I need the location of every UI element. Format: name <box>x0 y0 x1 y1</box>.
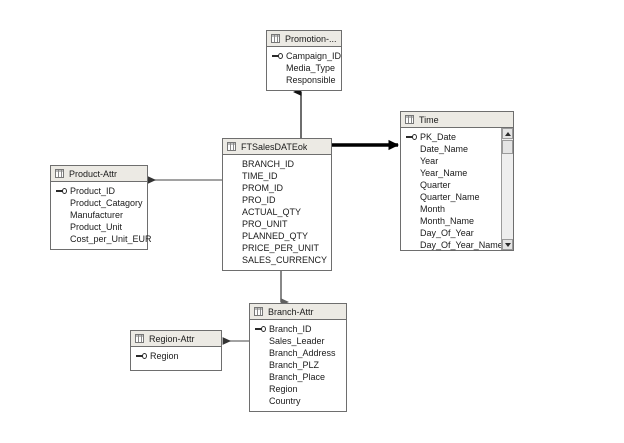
field-row[interactable]: Sales_Leader <box>269 336 325 346</box>
field-row[interactable]: Branch_PLZ <box>269 360 320 370</box>
entity-promotion-header[interactable]: Promotion-... <box>267 31 341 47</box>
chevron-down-icon <box>504 242 511 247</box>
field-row[interactable]: Responsible <box>286 75 336 85</box>
entity-time[interactable]: Time PK_Date Date_Name Year Year_Name Qu… <box>400 111 514 251</box>
table-grid-icon <box>227 142 236 151</box>
entity-fact-sales-fields: BRANCH_ID TIME_ID PROM_ID PRO_ID ACTUAL_… <box>223 155 331 270</box>
field-row[interactable]: Month_Name <box>420 216 475 226</box>
scroll-down-button[interactable] <box>502 239 513 250</box>
entity-fact-sales-title: FTSalesDATEok <box>241 141 308 152</box>
field-row[interactable]: Country <box>269 396 301 406</box>
chevron-up-icon <box>504 131 511 136</box>
field-row[interactable]: PLANNED_QTY <box>242 231 309 241</box>
entity-fact-sales[interactable]: FTSalesDATEok BRANCH_ID TIME_ID PROM_ID … <box>222 138 332 271</box>
table-grid-icon <box>254 307 263 316</box>
table-grid-icon <box>55 169 64 178</box>
field-row[interactable]: Product_Unit <box>70 222 123 232</box>
entity-branch-attr[interactable]: Branch-Attr Branch_ID Sales_Leader Branc… <box>249 303 347 412</box>
field-row[interactable]: SALES_CURRENCY <box>242 255 328 265</box>
entity-promotion[interactable]: Promotion-... Campaign_ID Media_Type Res… <box>266 30 342 91</box>
field-row[interactable]: PRO_ID <box>242 195 276 205</box>
field-row[interactable]: Date_Name <box>420 144 469 154</box>
scrollbar-thumb[interactable] <box>502 140 513 154</box>
field-row[interactable]: Year_Name <box>420 168 468 178</box>
entity-product-attr[interactable]: Product-Attr Product_ID Product_Catagory… <box>50 165 152 250</box>
entity-product-attr-fields: Product_ID Product_Catagory Manufacturer… <box>51 182 152 249</box>
field-row[interactable]: Month <box>420 204 446 214</box>
entity-fact-sales-header[interactable]: FTSalesDATEok <box>223 139 331 155</box>
field-row[interactable]: Cost_per_Unit_EUR <box>70 234 152 244</box>
field-row[interactable]: Media_Type <box>286 63 336 73</box>
table-grid-icon <box>405 115 414 124</box>
field-row[interactable]: PRO_UNIT <box>242 219 288 229</box>
primary-key-icon <box>255 325 266 333</box>
field-row[interactable]: Branch_Place <box>269 372 326 382</box>
entity-region-attr-title: Region-Attr <box>149 333 195 344</box>
entity-branch-attr-fields: Branch_ID Sales_Leader Branch_Address Br… <box>250 320 346 411</box>
entity-product-attr-title: Product-Attr <box>69 168 118 179</box>
field-row[interactable]: Product_Catagory <box>70 198 143 208</box>
field-row[interactable]: Region <box>131 350 221 362</box>
field-row[interactable]: TIME_ID <box>242 171 278 181</box>
field-row[interactable]: Day_Of_Year_Name <box>420 240 503 250</box>
entity-region-attr[interactable]: Region-Attr Region <box>130 330 222 371</box>
field-row[interactable]: Manufacturer <box>70 210 124 220</box>
time-scrollbar[interactable] <box>501 128 513 250</box>
field-row[interactable]: PK_Date <box>401 131 513 143</box>
field-row[interactable]: Day_Of_Year <box>420 228 474 238</box>
field-row[interactable]: Branch_Address <box>269 348 336 358</box>
primary-key-icon <box>56 187 67 195</box>
field-row[interactable]: BRANCH_ID <box>242 159 295 169</box>
field-row[interactable]: Campaign_ID <box>267 50 341 62</box>
primary-key-icon <box>406 133 417 141</box>
field-row[interactable]: Year <box>420 156 439 166</box>
entity-promotion-title: Promotion-... <box>285 33 337 44</box>
field-row[interactable]: PRICE_PER_UNIT <box>242 243 320 253</box>
entity-product-attr-header[interactable]: Product-Attr <box>51 166 147 182</box>
scroll-up-button[interactable] <box>502 128 513 139</box>
table-grid-icon <box>271 34 280 43</box>
entity-region-attr-fields: Region <box>131 347 221 370</box>
entity-branch-attr-title: Branch-Attr <box>268 306 314 317</box>
primary-key-icon <box>272 52 283 60</box>
entity-region-attr-header[interactable]: Region-Attr <box>131 331 221 347</box>
entity-branch-attr-header[interactable]: Branch-Attr <box>250 304 346 320</box>
entity-promotion-fields: Campaign_ID Media_Type Responsible <box>267 47 341 90</box>
field-row[interactable]: Region <box>269 384 298 394</box>
entity-time-title: Time <box>419 114 439 125</box>
entity-time-fields: PK_Date Date_Name Year Year_Name Quarter… <box>401 128 513 250</box>
field-row[interactable]: Product_ID <box>51 185 147 197</box>
field-row[interactable]: Branch_ID <box>250 323 346 335</box>
field-row[interactable]: PROM_ID <box>242 183 284 193</box>
field-row[interactable]: Quarter_Name <box>420 192 480 202</box>
field-row[interactable]: ACTUAL_QTY <box>242 207 302 217</box>
entity-time-header[interactable]: Time <box>401 112 513 128</box>
primary-key-icon <box>136 352 147 360</box>
table-grid-icon <box>135 334 144 343</box>
field-row[interactable]: Quarter <box>420 180 451 190</box>
